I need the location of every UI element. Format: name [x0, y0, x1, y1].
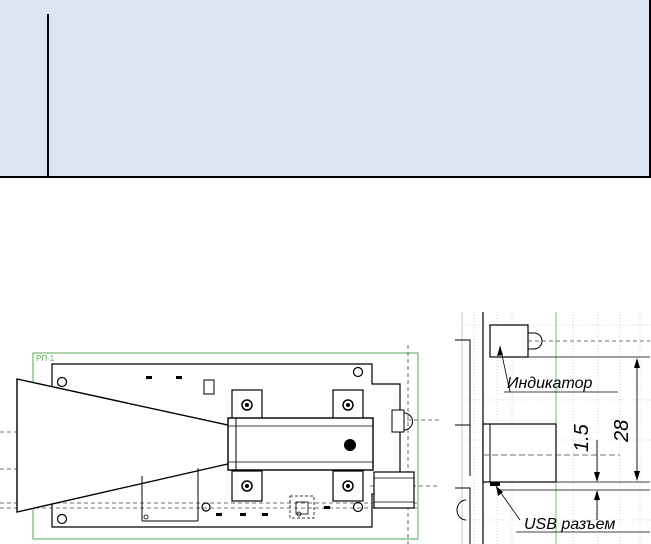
dimension-small: 1.5: [571, 423, 593, 452]
dimension-large: 28: [611, 420, 633, 443]
housing-bolt: [344, 439, 356, 451]
indicator-label: Индикатор: [507, 375, 592, 392]
pcb-drawing: РП-1: [0, 345, 440, 544]
table-band: [0, 0, 651, 178]
usb-connector: [482, 423, 557, 483]
mount-blocks: [231, 389, 364, 502]
detail-view: 28 1.5 Индикатор USB разъем: [455, 312, 651, 544]
board-label: РП-1: [36, 354, 55, 363]
table-divider-vertical: [47, 14, 49, 176]
usb-connector-board: [373, 471, 415, 509]
table-border-right: [649, 0, 651, 178]
indicator-led: [489, 324, 529, 358]
smd-parts: [146, 376, 330, 516]
usb-label: USB разъем: [524, 516, 615, 533]
table-divider-horizontal: [0, 176, 651, 178]
